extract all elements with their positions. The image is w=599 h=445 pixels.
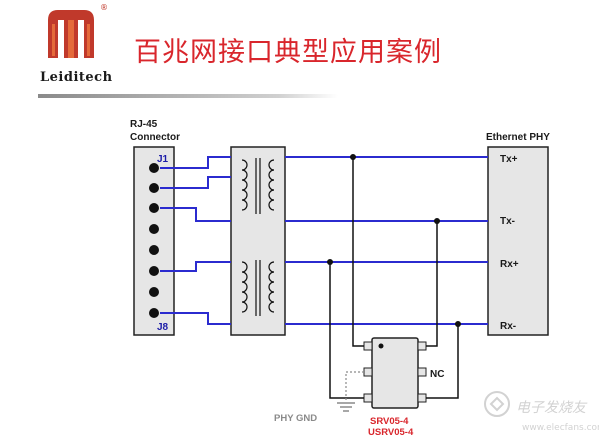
slide-title: 百兆网接口典型应用案例 bbox=[134, 37, 442, 68]
watermark-url: www.elecfans.com bbox=[522, 423, 599, 433]
ethernet-phy-block bbox=[487, 146, 549, 336]
transformer-module bbox=[230, 146, 286, 336]
pin-label-top: J1 bbox=[157, 154, 169, 165]
tvs-device bbox=[363, 337, 427, 409]
transformer-coils bbox=[241, 158, 275, 316]
brand-name: Leiditech bbox=[40, 70, 113, 85]
nc-label: NC bbox=[430, 369, 444, 380]
protection-wires bbox=[329, 157, 459, 399]
phy-pin-txn: Tx- bbox=[500, 216, 515, 227]
pin-label-bottom: J8 bbox=[157, 322, 169, 333]
watermark-text: 电子发烧友 bbox=[516, 400, 586, 416]
connector-title-line1: RJ-45 bbox=[130, 119, 158, 130]
connector-title-line2: Connector bbox=[130, 132, 180, 143]
watermark-icon bbox=[484, 391, 510, 417]
registered-mark: ® bbox=[100, 3, 108, 12]
signal-wires bbox=[160, 156, 488, 325]
junction-dots bbox=[327, 154, 461, 327]
connector-pins bbox=[149, 163, 159, 318]
rj45-connector bbox=[133, 146, 175, 336]
phy-pin-rxn: Rx- bbox=[500, 321, 516, 332]
phy-pin-txp: Tx+ bbox=[500, 154, 518, 165]
title-underline bbox=[38, 94, 338, 98]
phy-title: Ethernet PHY bbox=[486, 132, 550, 143]
phy-gnd-label: PHY GND bbox=[274, 413, 317, 424]
leiditech-logo bbox=[48, 10, 94, 58]
device-label-line1: SRV05-4 bbox=[370, 416, 409, 427]
ground-icon bbox=[337, 402, 355, 412]
phy-pin-rxp: Rx+ bbox=[500, 259, 519, 270]
ground-connection bbox=[345, 371, 364, 402]
device-label-line2: USRV05-4 bbox=[368, 427, 414, 438]
